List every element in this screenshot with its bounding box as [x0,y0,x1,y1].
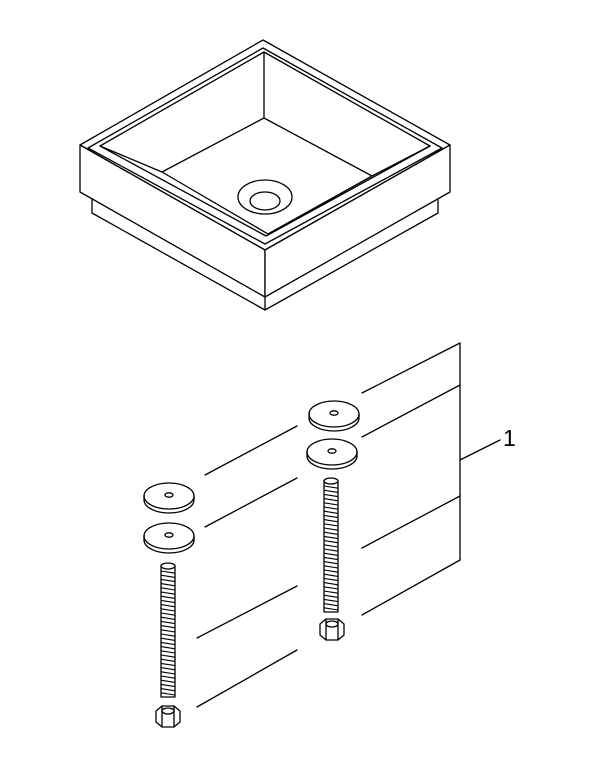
thread-ridge [160,675,176,679]
flat-washer-icon [143,522,195,554]
thread-ridge [160,679,176,683]
thread-ridge [323,498,339,502]
thread-ridge [160,654,176,658]
flat-washer-icon [306,438,358,470]
thread-ridge [323,607,339,611]
thread-ridge [323,506,339,510]
thread-ridge [160,667,176,671]
thread-ridge [323,540,339,544]
thread-ridge [323,561,339,565]
thread-ridge [323,603,339,607]
thread-ridge [160,629,176,633]
thread-ridge [323,552,339,556]
thread-ridge [160,688,176,692]
thread-ridge [160,683,176,688]
thread-ridge [160,616,176,620]
thread-ridge [160,620,176,625]
thread-ridge [323,527,339,531]
thread-ridge [160,650,176,654]
thread-ridge [160,646,176,650]
flat-washer-icon [143,482,195,514]
flat-washer-icon [308,400,360,432]
thread-ridge [160,608,176,612]
thread-ridge [160,671,176,675]
thread-ridge [160,591,176,595]
thread-ridge [323,519,339,523]
thread-ridge [160,692,176,696]
thread-ridge [323,598,339,603]
thread-ridge [323,510,339,514]
thread-ridge [323,586,339,590]
thread-ridge [323,514,339,519]
thread-ridge [323,485,339,489]
square-washbasin-icon [79,39,451,311]
thread-ridge [323,582,339,586]
thread-ridge [160,587,176,591]
thread-ridge [323,569,339,573]
thread-ridge [160,599,176,604]
thread-ridge [160,658,176,662]
thread-ridge [323,590,339,594]
thread-ridge [323,523,339,527]
hex-nut-icon [319,618,345,641]
thread-ridge [323,577,339,582]
thread-ridge [160,633,176,637]
thread-ridge [160,612,176,616]
thread-ridge [323,531,339,535]
thread-ridge [323,556,339,561]
stud-threads [160,485,339,696]
thread-ridge [160,570,176,574]
thread-ridge [323,573,339,577]
thread-ridge [323,489,339,493]
thread-ridge [160,637,176,641]
thread-ridge [323,594,339,598]
thread-ridge [323,544,339,548]
thread-ridge [160,574,176,578]
callout-bracket [196,342,501,708]
thread-ridge [160,625,176,629]
callout-number-1: 1 [503,425,516,451]
hex-nut-icon [155,705,181,728]
thread-ridge [323,493,339,498]
thread-ridge [323,535,339,540]
thread-ridge [160,583,176,587]
thread-ridge [160,662,176,667]
thread-ridge [160,595,176,599]
right-fixing-set [306,400,360,641]
thread-ridge [323,548,339,552]
thread-ridge [160,604,176,608]
thread-ridge [160,578,176,583]
thread-ridge [323,565,339,569]
thread-ridge [160,641,176,646]
thread-ridge [323,502,339,506]
